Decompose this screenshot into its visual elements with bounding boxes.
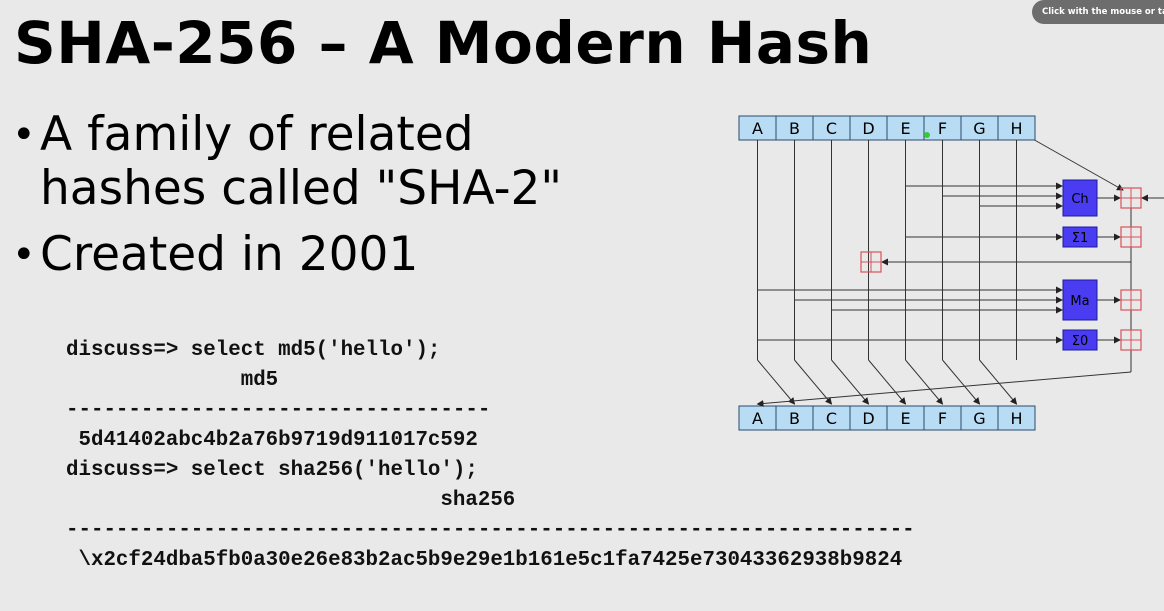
input-register-label: A <box>752 119 763 138</box>
output-register-label: B <box>789 409 800 428</box>
output-register-label: D <box>862 409 874 428</box>
adder-node-icon <box>1120 187 1142 209</box>
code-line: discuss=> select sha256('hello'); <box>66 459 478 482</box>
output-register-h <box>997 405 1036 431</box>
input-register-label: E <box>900 119 910 138</box>
function-box-2 <box>1062 279 1098 321</box>
output-register-label: A <box>752 409 763 428</box>
function-box-1 <box>1062 226 1098 248</box>
function-box-3 <box>1062 329 1098 351</box>
code-line: ---------------------------------- <box>66 399 491 422</box>
function-label: Σ0 <box>1072 334 1089 349</box>
input-register-row: A B C D E F G H <box>738 115 1036 141</box>
bullet-text-line-2: hashes called "SHA-2" <box>40 161 563 216</box>
code-line: md5 <box>66 369 279 392</box>
code-line: ----------------------------------------… <box>66 519 915 542</box>
adder-node-icon <box>1120 329 1142 351</box>
function-label: Σ1 <box>1072 231 1089 246</box>
function-label: Ma <box>1070 294 1089 309</box>
code-line: 5d41402abc4b2a76b9719d911017c592 <box>66 429 478 452</box>
psql-code-block: discuss=> select md5('hello'); md5 ------… <box>66 336 915 576</box>
output-register-e <box>886 405 925 431</box>
diagram-wires <box>756 139 1164 407</box>
bullet-list: A family of related hashes called "SHA-2… <box>10 108 562 294</box>
code-line: sha256 <box>66 489 516 512</box>
input-register-label: F <box>938 119 947 138</box>
code-line: discuss=> select md5('hello'); <box>66 339 441 362</box>
input-register-c <box>812 115 851 141</box>
bullet-text-line-1: A family of related <box>40 107 474 162</box>
output-register-f <box>923 405 962 431</box>
adder-node-icon <box>1120 289 1142 311</box>
input-register-h <box>997 115 1036 141</box>
input-register-label: C <box>826 119 837 138</box>
code-line: \x2cf24dba5fb0a30e26e83b2ac5b9e29e1b161e… <box>66 549 903 572</box>
function-box-0 <box>1062 179 1098 217</box>
cursor-dot-icon <box>924 132 930 138</box>
input-register-label: G <box>973 119 985 138</box>
input-register-label: B <box>789 119 800 138</box>
input-register-label: D <box>862 119 874 138</box>
annotation-hint-toast[interactable]: Click with the mouse or tablet to <box>1032 0 1164 24</box>
adder-nodes <box>860 187 1142 351</box>
output-register-c <box>812 405 851 431</box>
input-register-label: H <box>1010 119 1022 138</box>
adder-node-icon <box>1120 226 1142 248</box>
output-register-label: C <box>826 409 837 428</box>
adder-node-icon <box>860 251 882 273</box>
output-register-label: H <box>1010 409 1022 428</box>
output-register-b <box>775 405 814 431</box>
output-register-row: A B C D E F G H <box>738 405 1036 431</box>
slide-title: SHA-256 – A Modern Hash <box>14 9 873 77</box>
function-label: Ch <box>1071 192 1088 207</box>
output-register-label: E <box>900 409 910 428</box>
input-register-b <box>775 115 814 141</box>
output-register-label: F <box>938 409 947 428</box>
bullet-item: Created in 2001 <box>10 228 562 283</box>
bullet-item: A family of related hashes called "SHA-2… <box>10 108 562 216</box>
output-register-label: G <box>973 409 985 428</box>
